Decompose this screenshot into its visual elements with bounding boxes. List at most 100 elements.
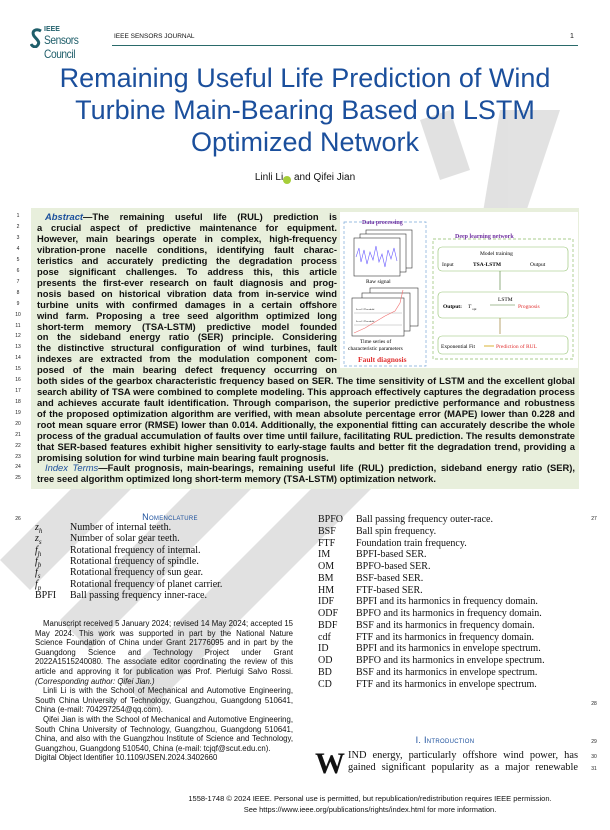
introduction-heading: I. Introduction: [415, 735, 475, 745]
abstract-line: on the sideband energy ratio (SER) princ…: [37, 331, 337, 342]
nomenclature-desc: BPFO and its harmonics in frequency doma…: [356, 608, 542, 619]
line-number: 5: [16, 256, 20, 263]
footnotes: Manuscript received 5 January 2024; revi…: [35, 619, 293, 763]
abstract-line: wind farm. Proposing a tree seed algorit…: [37, 310, 337, 321]
nomenclature-symbol: ODF: [318, 608, 339, 619]
doi[interactable]: Digital Object Identifier 10.1109/JSEN.2…: [35, 753, 218, 763]
abstract-line: presents the first-ever research on faul…: [37, 277, 337, 288]
nomenclature-desc: Rotational frequency of planet carrier.: [70, 578, 223, 590]
line-number: 28: [591, 701, 597, 707]
author-1: Linli Li: [254, 172, 284, 183]
fig-model-training: Model training: [480, 251, 513, 257]
nomenclature-symbol: ID: [318, 643, 329, 655]
symbol-main: BPFI: [35, 589, 57, 601]
abstract-line-text: pose significant challenges. To address …: [37, 265, 337, 277]
abstract-line: However, main bearings operate in comple…: [37, 233, 337, 244]
abstract-line: that SER-based features exhibit higher s…: [37, 441, 575, 452]
nomenclature-heading: Nomenclature: [142, 512, 198, 522]
line-number: 6: [16, 267, 20, 274]
abstract-line: root mean square error (RMSE) lower than…: [37, 419, 575, 430]
fig-t-opt: T: [468, 304, 472, 310]
abstract-line-text: that SER-based features exhibit higher s…: [37, 440, 575, 452]
line-number: 22: [15, 442, 21, 449]
nomenclature-symbol: BD: [318, 666, 332, 678]
nomenclature-desc: BSF-based SER.: [356, 572, 424, 584]
abstract-line: teristics and accurately predicting the …: [37, 255, 337, 266]
line-number: 27: [591, 516, 597, 522]
line-number: 1: [16, 213, 20, 219]
fig-data-processing: Data processing: [362, 220, 403, 226]
nomenclature-symbol: BM: [318, 572, 334, 584]
fig-fault-diagnosis: Fault diagnosis: [358, 355, 407, 364]
manuscript-text: Manuscript received 5 January 2024; revi…: [35, 619, 293, 676]
fig-output: Output: [530, 262, 546, 268]
line-number: 7: [16, 278, 20, 285]
line-number: 2: [16, 223, 20, 230]
nomenclature-symbol: BPFO: [318, 514, 344, 525]
line-number: 24: [15, 464, 21, 470]
nomenclature-symbol: HM: [318, 584, 335, 596]
index-terms-line: Index Terms—Fault prognosis, main-bearin…: [37, 462, 575, 473]
nomenclature-desc: BPFO-based SER.: [356, 561, 431, 572]
nomenclature-desc: Ball passing frequency inner-race.: [70, 589, 207, 601]
corresponding-author: (Corresponding author: Qifei Jian.): [35, 676, 155, 686]
introduction-text: W IND energy, particularly offshore wind…: [315, 749, 578, 779]
abstract-line-text: both sides of the gearbox characteristic…: [37, 375, 575, 387]
authors: Linli LiiD and Qifei Jian: [0, 172, 610, 184]
line-number: 20: [15, 421, 21, 428]
line-number: 17: [15, 388, 21, 395]
fig-level1: Level 1 Threshold: [356, 320, 375, 323]
line-number: 14: [15, 355, 21, 362]
journal-name: IEEE SENSORS JOURNAL: [114, 33, 195, 40]
abstract-line-text: and achieves accurate fault identificati…: [37, 397, 575, 409]
abstract-line-text: the distinctive structural configuration…: [37, 342, 337, 354]
fig-level2: Level 2 Threshold: [356, 308, 375, 311]
nomenclature-desc: FTF-based SER.: [356, 584, 423, 596]
abstract-line-text: wind farm. Proposing a tree seed algorit…: [37, 309, 337, 321]
author-2: Qifei Jian: [313, 172, 356, 183]
fig-raw-signal: Raw signal: [366, 279, 391, 285]
abstract-line-text: short-term memory (TSA-LSTM) predictive …: [37, 320, 337, 332]
abstract-line: the distinctive structural configuration…: [37, 342, 337, 353]
page-number: 1: [570, 33, 574, 40]
abstract-line-text: teristics and accurately predicting the …: [37, 254, 337, 266]
abstract-line: short-term memory (TSA-LSTM) predictive …: [37, 321, 337, 332]
author-joiner: and: [293, 172, 311, 183]
abstract-line-text: process of the gradual accumulation of f…: [37, 430, 575, 441]
abstract-line-text: However, main bearings operate in comple…: [37, 232, 337, 244]
abstract-line: posed of the main bearing defect frequen…: [37, 364, 337, 375]
abstract-line-text: of the proposed optimization algorithm a…: [37, 408, 575, 420]
graphical-abstract-figure: Data processing Raw signal Level 2 Thres…: [340, 212, 578, 368]
nomenclature-desc: BPFI and its harmonics in frequency doma…: [356, 596, 538, 608]
nomenclature-desc: Number of solar gear teeth.: [70, 533, 180, 545]
fig-prediction-rul: Prediction of RUL: [496, 343, 538, 350]
abstract-line-text: —The remaining useful life (RUL) predict…: [83, 211, 337, 222]
abstract-line: of the proposed optimization algorithm a…: [37, 408, 575, 419]
line-number: 8: [16, 289, 20, 296]
abstract-line-text: posed of the main bearing defect frequen…: [37, 364, 337, 376]
abstract-line-text: on the sideband energy ratio (SER) princ…: [37, 331, 337, 343]
line-number: 21: [15, 432, 21, 438]
abstract-line: vibration-prone nacelle conditions, iden…: [37, 244, 337, 255]
logo-swirl-icon: [30, 28, 42, 48]
fig-t-opt-sub: opt: [472, 307, 477, 311]
fig-tsa-lstm: TSA-LSTM: [473, 262, 502, 268]
abstract-label: Abstract: [45, 211, 84, 222]
abstract-line: a crucial aspect of predictive maintenan…: [37, 222, 337, 233]
nomenclature-desc: Rotational frequency of internal.: [70, 544, 201, 556]
line-number: 12: [15, 333, 21, 340]
nomenclature-desc: BPFO and its harmonics in envelope spect…: [356, 655, 545, 666]
line-number: 16: [15, 377, 21, 384]
index-terms-label: Index Terms: [45, 462, 99, 473]
abstract-line-text: turbine units with confirmed damages in …: [37, 298, 337, 310]
abstract-line-text: indexes are extracted from the modulatio…: [37, 353, 337, 365]
abstract-line-text: presents the first-ever research on faul…: [37, 276, 337, 288]
line-number: 29: [591, 739, 597, 745]
nomenclature-desc: Foundation train frequency.: [356, 537, 467, 549]
nomenclature-desc: Rotational frequency of spindle.: [70, 555, 199, 567]
nomenclature-symbol: IDF: [318, 596, 335, 608]
orcid-icon[interactable]: iD: [283, 175, 292, 184]
rights-link[interactable]: See https://www.ieee.org/publications/ri…: [243, 804, 497, 814]
fig-char-params: characteristic parameters: [348, 346, 403, 352]
abstract-line: nosis based on historical vibration data…: [37, 288, 337, 299]
